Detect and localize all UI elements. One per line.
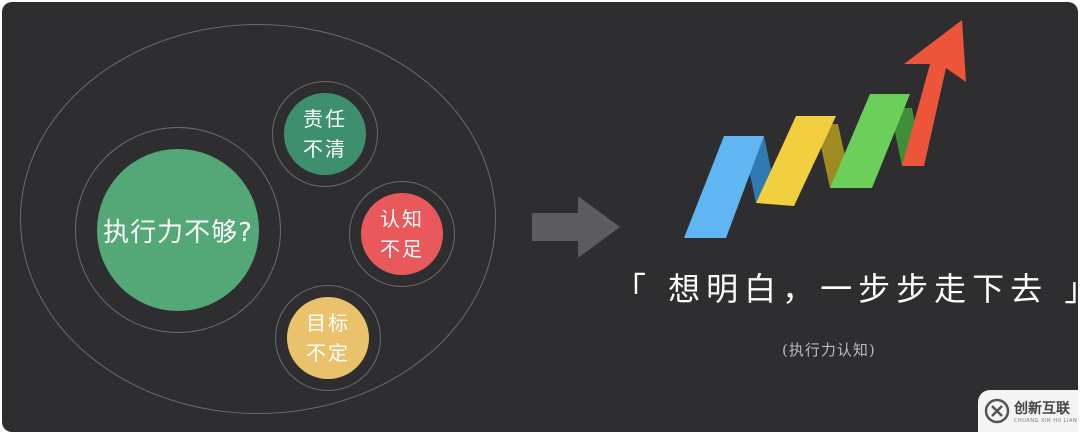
main-circle: 执行力不够? bbox=[97, 149, 259, 311]
outer-ring bbox=[20, 24, 496, 414]
goal-circle-ring bbox=[275, 285, 381, 391]
responsibility-circle-ring bbox=[272, 81, 378, 187]
goal-line1: 目标 bbox=[306, 311, 350, 335]
main-circle-ring bbox=[75, 127, 281, 333]
responsibility-line2: 不清 bbox=[303, 137, 347, 161]
watermark-name: 创新互联 bbox=[1014, 401, 1070, 417]
right-arrow-icon bbox=[532, 196, 620, 258]
watermark-text: 创新互联 CHUANG XIN HU LIAN bbox=[1014, 398, 1077, 424]
slogan: 「 想明白，一步步走下去 」 bbox=[614, 270, 1078, 308]
responsibility-line1: 责任 bbox=[303, 107, 347, 131]
caption: (执行力认知) bbox=[782, 341, 876, 359]
cognition-line2: 不足 bbox=[380, 237, 424, 261]
watermark-sub: CHUANG XIN HU LIAN bbox=[1014, 418, 1078, 424]
goal-line2: 不定 bbox=[306, 341, 350, 365]
zigzag-growth-arrow-icon bbox=[684, 20, 966, 238]
cognition-circle-ring bbox=[349, 181, 455, 287]
main-circle-label: 执行力不够? bbox=[103, 217, 253, 248]
watermark: 创新互联 CHUANG XIN HU LIAN bbox=[978, 390, 1078, 432]
goal-circle: 目标 不定 bbox=[287, 297, 369, 379]
circle-x-logo-icon bbox=[984, 398, 1010, 424]
cognition-circle: 认知 不足 bbox=[361, 193, 443, 275]
cognition-line1: 认知 bbox=[380, 207, 424, 231]
responsibility-circle: 责任 不清 bbox=[284, 93, 366, 175]
